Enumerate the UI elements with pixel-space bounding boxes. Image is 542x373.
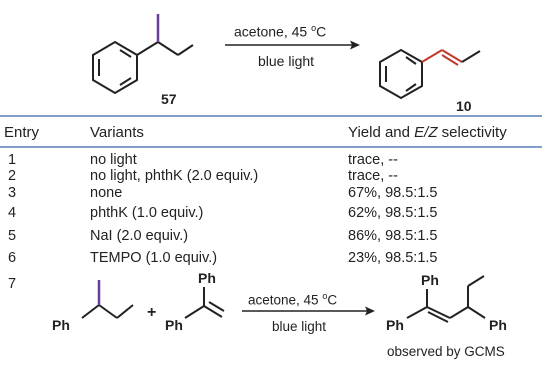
row-entry: 6 (8, 250, 17, 266)
entry7-conditions-bottom: blue light (272, 319, 327, 334)
entry7-plus: + (147, 304, 157, 321)
entry7-conditions-top: acetone, 45 oC (248, 291, 338, 308)
entry7-product-ph-right: Ph (489, 317, 507, 333)
row-variant: NaI (2.0 equiv.) (90, 228, 189, 244)
top-conditions-top: acetone, 45 oC (234, 23, 327, 40)
top-conditions-bottom: blue light (258, 53, 315, 69)
entry7-reactant-a-ph: Ph (52, 317, 70, 333)
entry7-reactant-a (81, 304, 134, 319)
entry7-reactant-b-ph-top: Ph (198, 270, 216, 286)
entry7-product-ph-top: Ph (421, 272, 439, 288)
row-variant: no light, phthK (2.0 equiv.) (90, 168, 259, 184)
row-variant: no light (90, 152, 137, 168)
entry7-reactant-b (184, 287, 225, 319)
entry7-note: observed by GCMS (387, 344, 505, 359)
reactant-benzene-ring (92, 40, 138, 95)
row-yield: trace, -- (348, 152, 398, 168)
table-top-rule (0, 115, 542, 117)
top-reaction-arrow (225, 40, 360, 50)
row-entry: 4 (8, 205, 17, 221)
row-variant: TEMPO (1.0 equiv.) (90, 250, 218, 266)
product-label-10: 10 (456, 98, 472, 114)
row-variant: none (90, 185, 123, 201)
entry7-number: 7 (8, 276, 17, 292)
entry7-reactant-b-ph-left: Ph (165, 317, 183, 333)
entry7-reaction-arrow (242, 306, 375, 316)
table-header-rule (0, 146, 542, 148)
header-entry: Entry (4, 124, 40, 141)
row-entry: 5 (8, 228, 17, 244)
row-yield: 86%, 98.5:1.5 (348, 228, 438, 244)
row-yield: 62%, 98.5:1.5 (348, 205, 438, 221)
row-entry: 3 (8, 185, 17, 201)
entry7-product (406, 275, 486, 323)
row-yield: 23%, 98.5:1.5 (348, 250, 438, 266)
reactant-label-57: 57 (161, 91, 177, 107)
header-yield: Yield and E/Z selectivity (348, 124, 507, 141)
product-benzene-ring (379, 48, 423, 100)
row-entry: 2 (8, 168, 17, 184)
row-yield: 67%, 98.5:1.5 (348, 185, 438, 201)
reactant-side-chain (136, 41, 194, 56)
row-entry: 1 (8, 152, 17, 168)
entry7-product-ph-left: Ph (386, 317, 404, 333)
row-yield: trace, -- (348, 168, 398, 184)
product-alkene-chain (421, 49, 481, 66)
header-variants: Variants (90, 124, 144, 141)
row-variant: phthK (1.0 equiv.) (90, 205, 204, 221)
